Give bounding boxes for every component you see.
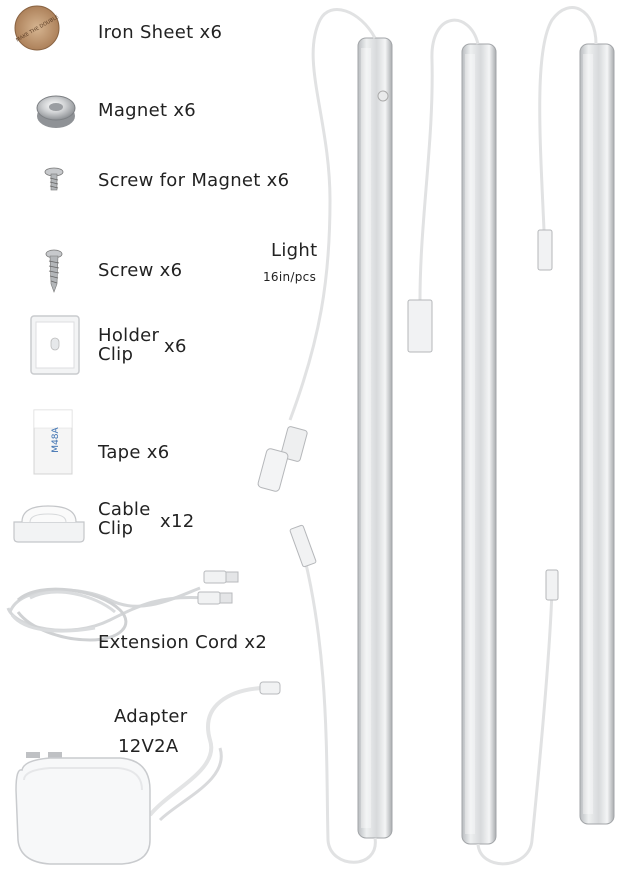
tape-icon: M48A bbox=[33, 409, 73, 475]
holder-clip-icon bbox=[30, 315, 80, 375]
screw-label: Screw x6 bbox=[98, 260, 183, 281]
iron-sheet-icon: MAKE THE DOUBLE bbox=[14, 5, 60, 51]
extension-cord-connectors bbox=[197, 570, 239, 605]
holder-qty: x6 bbox=[164, 336, 187, 357]
long-screw-icon bbox=[45, 249, 63, 293]
adapter-spec: 12V2A bbox=[118, 736, 179, 757]
extension-cord-icon bbox=[6, 586, 206, 642]
light-bar-1 bbox=[257, 8, 393, 864]
magnet-label: Magnet x6 bbox=[98, 100, 197, 121]
adapter-icon bbox=[15, 681, 281, 865]
short-screw-icon bbox=[44, 167, 64, 191]
holder-label-line1: Holder bbox=[98, 325, 160, 346]
iron-sheet-label: Iron Sheet x6 bbox=[98, 22, 223, 43]
tape-print: M48A bbox=[51, 426, 61, 452]
light-label: Light bbox=[271, 240, 318, 261]
magnet-icon bbox=[36, 95, 76, 128]
extension-cord-label: Extension Cord x2 bbox=[98, 632, 268, 653]
tape-label: Tape x6 bbox=[98, 442, 170, 463]
holder-label-line2: Clip bbox=[98, 344, 134, 365]
light-bar-3 bbox=[537, 6, 615, 825]
screw-for-magnet-label: Screw for Magnet x6 bbox=[98, 170, 290, 191]
cable-clip-icon bbox=[13, 505, 85, 543]
light-spec: 16in/pcs bbox=[263, 270, 317, 284]
light-bar-2 bbox=[407, 18, 559, 866]
cable-clip-qty: x12 bbox=[160, 511, 195, 532]
cable-clip-label-line2: Clip bbox=[98, 518, 134, 539]
adapter-label: Adapter bbox=[114, 706, 188, 727]
cable-clip-label-line1: Cable bbox=[98, 499, 151, 520]
